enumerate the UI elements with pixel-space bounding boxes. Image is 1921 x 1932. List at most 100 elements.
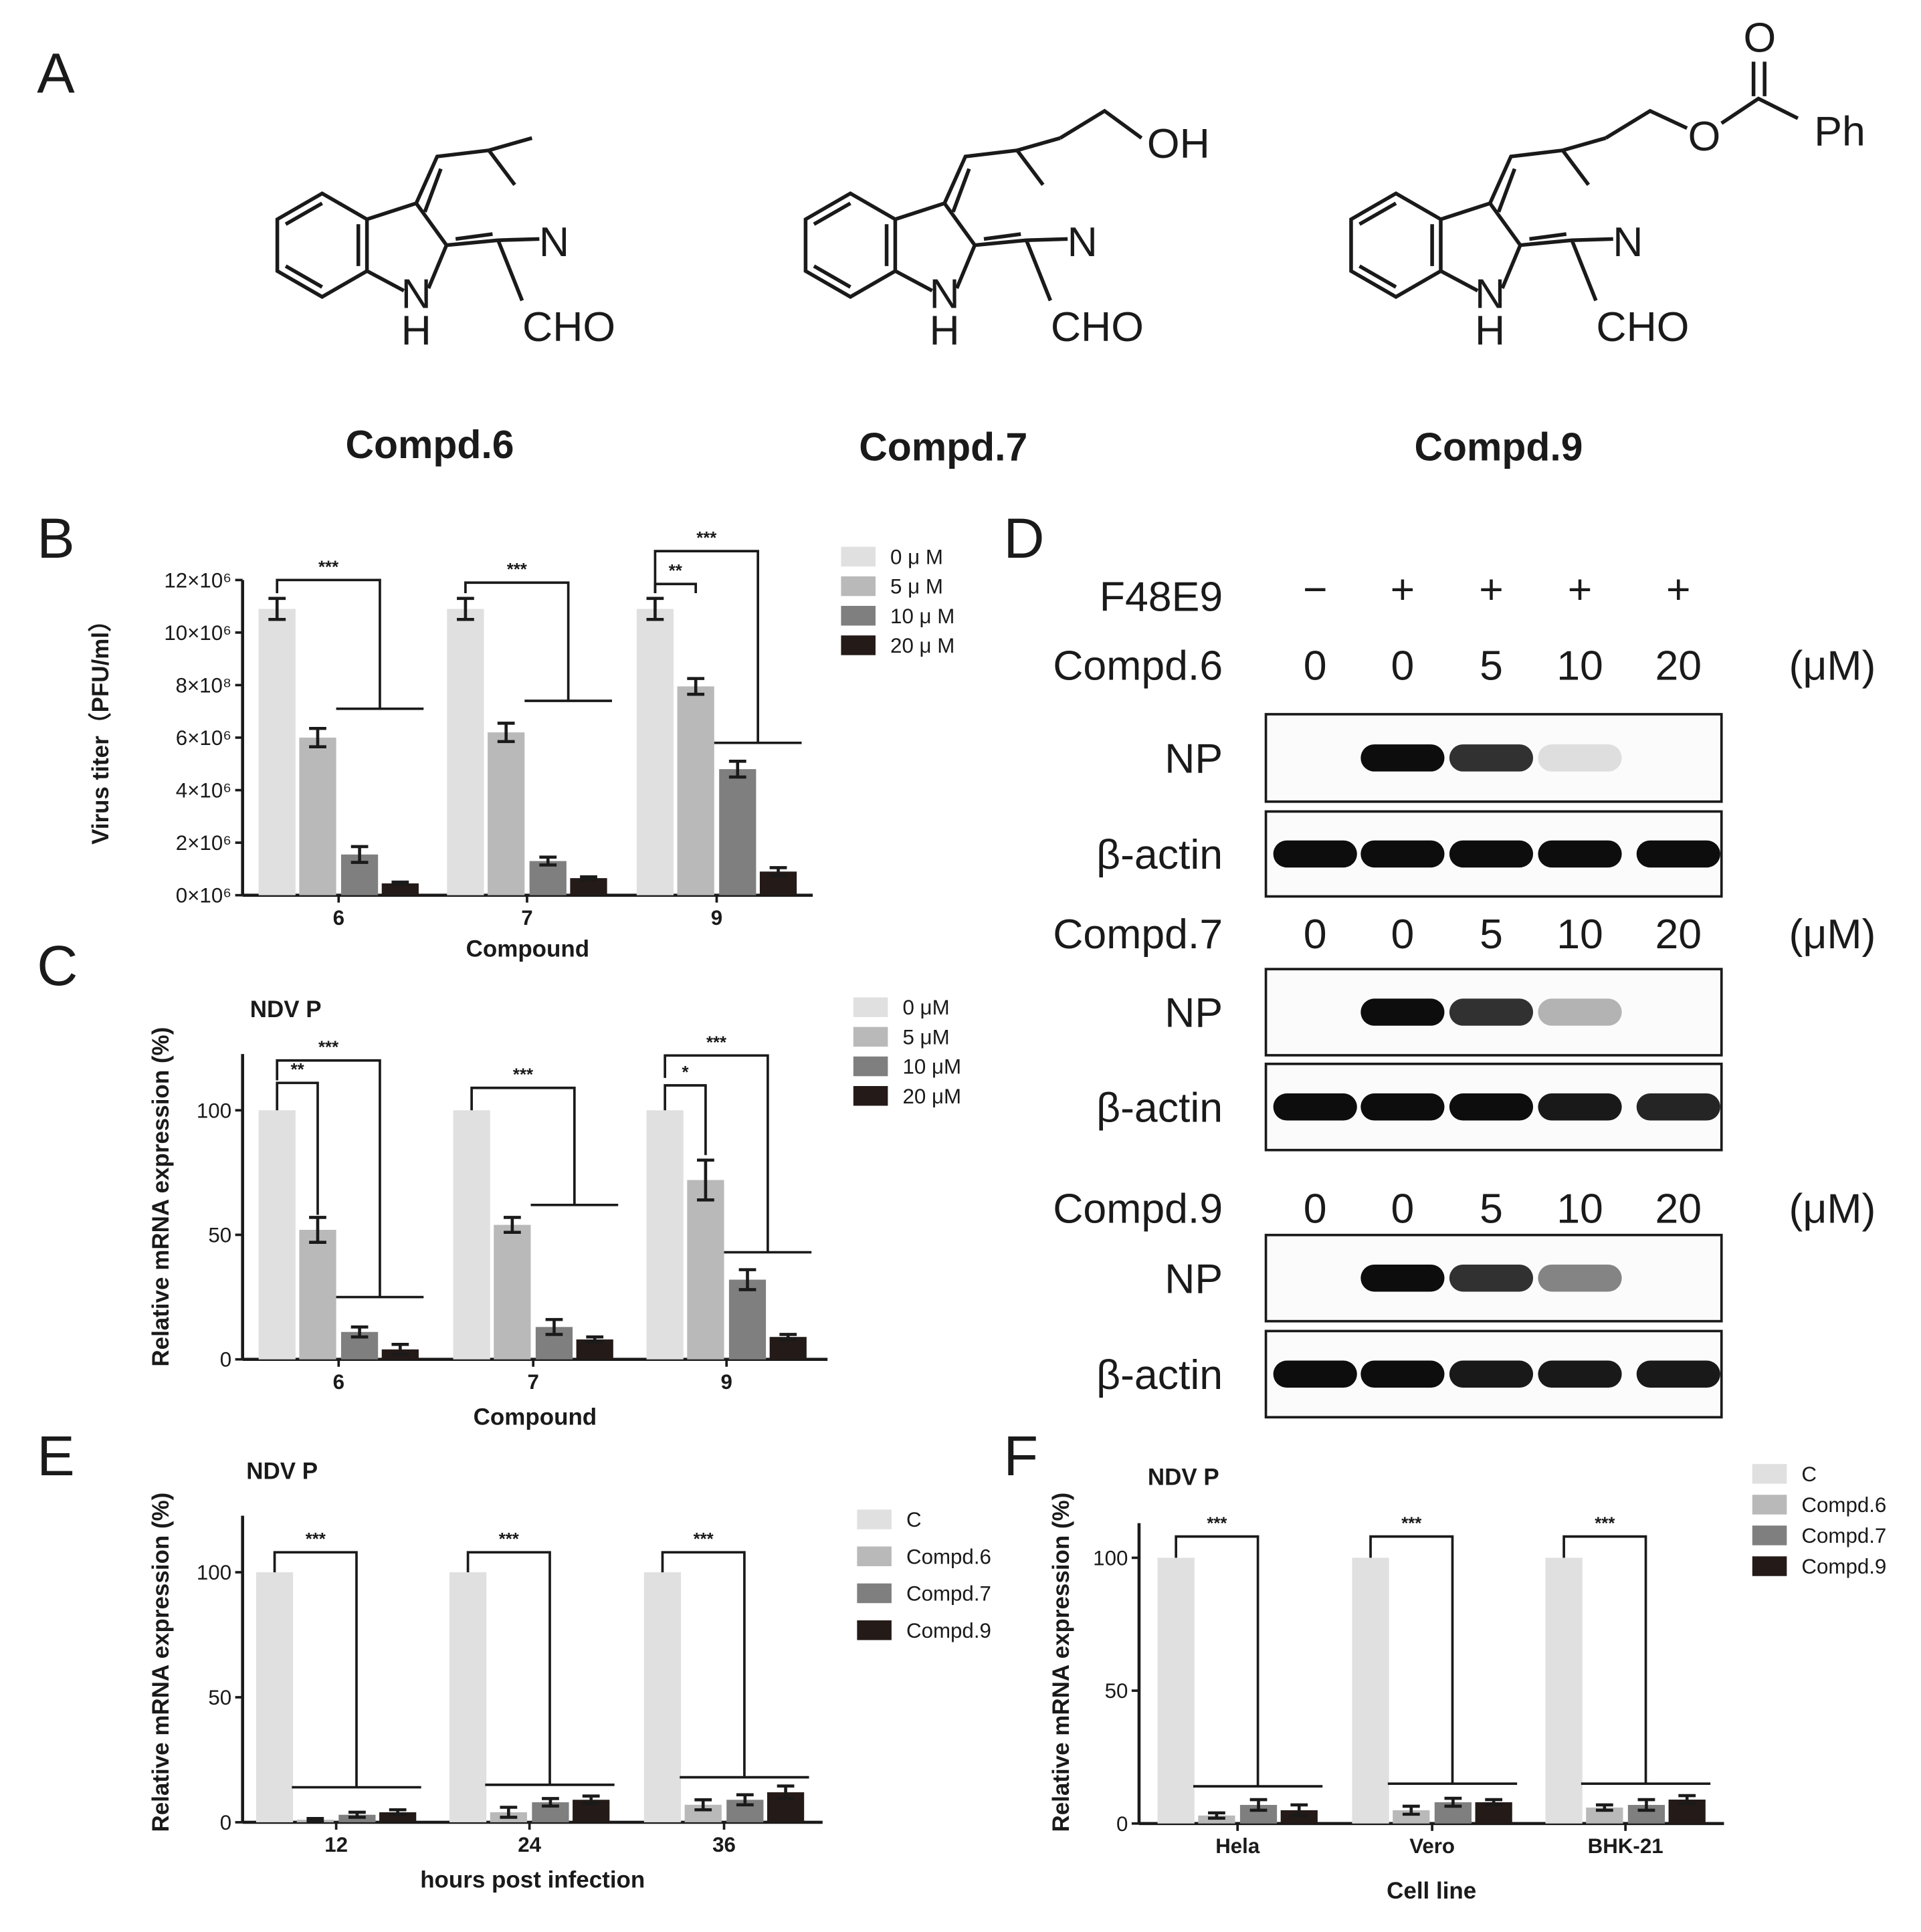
np-band	[1538, 998, 1622, 1026]
actin-band	[1360, 1093, 1445, 1121]
legend-label: 5 μ M	[890, 575, 943, 599]
x-tick-label: 7	[527, 1370, 538, 1394]
unit-label: (μM)	[1789, 911, 1876, 958]
dose-label: 5	[1480, 1185, 1503, 1232]
y-tick-label: 100	[197, 1099, 231, 1122]
bar	[494, 1224, 531, 1360]
error-bar	[687, 677, 705, 696]
dose-label: 0	[1391, 642, 1415, 689]
x-axis-label: Compound	[474, 1404, 597, 1430]
bar	[643, 1572, 682, 1822]
compound-label: Compd.9	[1053, 1185, 1223, 1232]
error-bar	[350, 1325, 369, 1339]
x-axis-label: Compound	[466, 936, 590, 962]
error-bar	[348, 1810, 366, 1819]
atom-o-carbonyl: O	[1743, 15, 1776, 62]
dose-label: 20	[1655, 911, 1702, 958]
y-tick-label: 0×10⁶	[176, 884, 231, 907]
bar	[299, 737, 336, 895]
actin-label: β-actin	[1096, 831, 1223, 878]
error-bar	[1595, 1803, 1613, 1812]
x-axis-label: Cell line	[1387, 1878, 1476, 1904]
dose-label: 0	[1391, 1185, 1415, 1232]
legend-swatch	[1752, 1556, 1787, 1576]
virus-sign: +	[1568, 566, 1593, 613]
error-bar	[497, 722, 515, 744]
error-bar	[1637, 1798, 1655, 1812]
dose-label: 10	[1556, 642, 1603, 689]
significance-label: ***	[706, 1033, 726, 1052]
significance-bracket	[664, 1054, 812, 1254]
atom-ph: Ph	[1814, 108, 1865, 154]
x-axis-label: hours post infection	[420, 1867, 645, 1893]
atom-o-ester: O	[1688, 113, 1721, 160]
chart-title: NDV P	[246, 1458, 318, 1484]
ring-bonds	[275, 136, 540, 302]
atom-n: N	[1613, 219, 1643, 265]
virus-sign: +	[1666, 566, 1691, 613]
legend-label: Compd.7	[906, 1582, 991, 1606]
chart-title: NDV P	[1148, 1464, 1219, 1490]
x-tick-label: 6	[333, 906, 344, 930]
bar	[381, 883, 419, 895]
error-bar	[1290, 1803, 1308, 1818]
legend-label: Compd.9	[906, 1619, 991, 1642]
significance-bracket	[273, 1551, 421, 1789]
np-band	[1360, 1264, 1445, 1292]
y-axis-label: Relative mRNA expression (%)	[148, 1027, 174, 1367]
bar	[379, 1812, 417, 1822]
atom-n: N	[539, 219, 569, 265]
x-tick-label: Vero	[1409, 1834, 1455, 1858]
error-bar	[582, 1794, 600, 1806]
legend-swatch	[853, 1027, 888, 1047]
compound-label: Compd.6	[1053, 642, 1223, 689]
significance-bracket	[661, 1551, 809, 1779]
bar	[299, 1230, 336, 1360]
bar	[488, 732, 525, 895]
error-bar	[779, 1333, 797, 1341]
legend-swatch	[857, 1620, 892, 1640]
compound-name-9: Compd.9	[1415, 426, 1583, 469]
legend-swatch	[841, 635, 876, 655]
atom-nh-n: N	[1475, 270, 1505, 317]
atom-nh-h: H	[401, 308, 431, 354]
bar	[1352, 1558, 1389, 1824]
panel-letter-f: F	[1003, 1424, 1038, 1487]
bar	[258, 609, 296, 895]
np-band	[1360, 744, 1445, 772]
legend-label: Compd.6	[906, 1545, 991, 1568]
ring-bonds	[1349, 136, 1613, 302]
dose-label: 0	[1304, 1185, 1327, 1232]
np-band	[1449, 744, 1534, 772]
bar	[719, 769, 756, 895]
atom-nh-n: N	[929, 270, 959, 317]
error-bar	[1249, 1798, 1268, 1812]
beta-carboline-core	[1349, 136, 1613, 302]
legend-label: 0 μM	[902, 996, 949, 1019]
significance-label: ***	[306, 1530, 326, 1549]
legend-swatch	[841, 576, 876, 597]
structure-compd7: N N H CHO OH	[803, 108, 1210, 354]
error-bar	[545, 1317, 563, 1336]
actin-band	[1538, 1360, 1622, 1388]
legend-swatch	[857, 1509, 892, 1529]
chart-title: NDV P	[250, 996, 322, 1023]
x-tick-label: 36	[712, 1833, 736, 1856]
dose-label: 20	[1655, 642, 1702, 689]
error-bar	[580, 875, 597, 881]
significance-bracket	[276, 578, 424, 710]
y-tick-label: 50	[208, 1224, 231, 1247]
actin-band	[1360, 1360, 1445, 1388]
actin-band	[1273, 1360, 1357, 1388]
legend-swatch	[857, 1546, 892, 1566]
atom-n: N	[1068, 219, 1098, 265]
error-bar	[268, 597, 286, 621]
np-label: NP	[1165, 990, 1223, 1037]
error-bar	[350, 845, 369, 864]
legend-label: C	[1801, 1463, 1817, 1486]
error-bar	[1678, 1794, 1696, 1806]
y-tick-label: 50	[208, 1686, 231, 1709]
actin-band	[1636, 840, 1720, 868]
